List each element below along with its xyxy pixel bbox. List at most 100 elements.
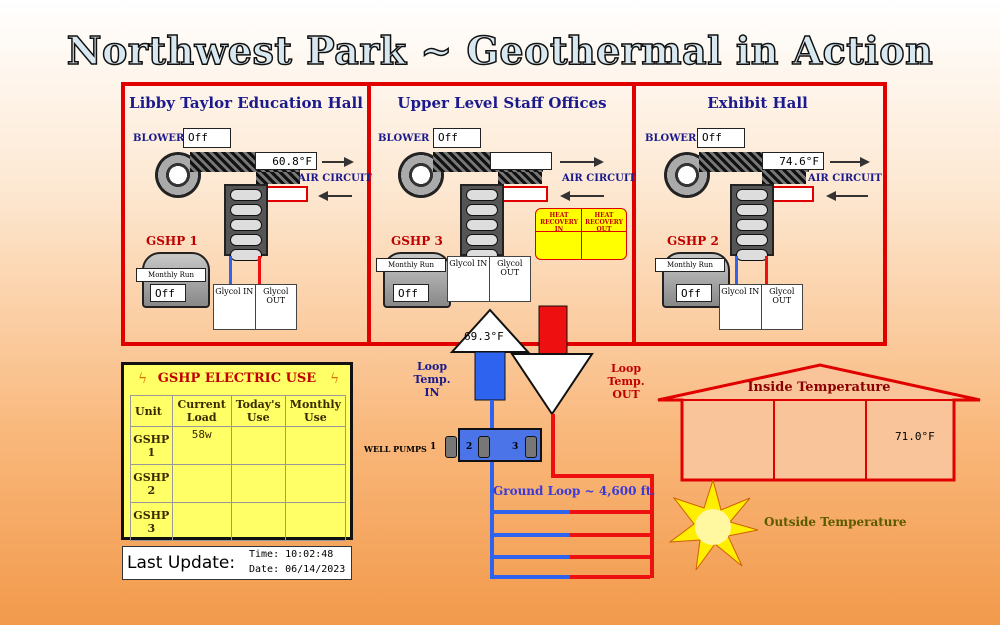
lightning-icon: ϟ bbox=[138, 371, 148, 387]
pump-icon bbox=[525, 436, 537, 458]
electric-use-table: Unit Current Load Today's Use Monthly Us… bbox=[130, 395, 347, 541]
panel-title-exhibit-hall: Exhibit Hall bbox=[707, 94, 808, 112]
table-row: GSHP 2 bbox=[130, 464, 347, 503]
loop-in-label-line1: Loop Temp. bbox=[413, 360, 451, 386]
row-current-load bbox=[171, 502, 232, 541]
row-monthly-use bbox=[284, 426, 347, 465]
pump-number-3: 3 bbox=[512, 442, 519, 452]
glycol-out-label: Glycol OUT bbox=[263, 287, 289, 305]
row-current-load: 58w bbox=[171, 426, 232, 465]
glycol-out-pipe bbox=[765, 256, 768, 286]
glycol-in-label: Glycol IN bbox=[448, 257, 490, 301]
electric-use-panel: GSHP ELECTRIC USE ϟ ϟ Unit Current Load … bbox=[121, 362, 353, 541]
blower-status: Off bbox=[697, 128, 745, 148]
arrow-shaft bbox=[560, 161, 596, 163]
loop-pipe bbox=[570, 533, 650, 537]
pump-icon bbox=[445, 436, 457, 458]
glycol-in-pipe bbox=[229, 256, 232, 286]
arrow-shaft bbox=[322, 161, 346, 163]
air-circuit-label: AIR CIRCUIT bbox=[298, 173, 372, 184]
loop-pipe bbox=[570, 555, 650, 559]
header-current-load: Current Load bbox=[171, 395, 232, 427]
glycol-readout: Glycol IN Glycol OUT bbox=[447, 256, 531, 302]
pump-icon bbox=[478, 436, 490, 458]
last-update-date: Date: 06/14/2023 bbox=[249, 564, 346, 575]
gshp-label: GSHP 3 bbox=[391, 234, 443, 248]
pump-number-2: 2 bbox=[466, 442, 473, 452]
glycol-in-label: Glycol IN bbox=[720, 285, 762, 329]
loop-in-label: Loop Temp. IN bbox=[402, 360, 462, 399]
return-pipe bbox=[650, 474, 654, 578]
loop-out-label-line2: OUT bbox=[612, 388, 640, 401]
arrow-right-icon bbox=[860, 157, 870, 167]
row-unit: GSHP 2 bbox=[130, 464, 173, 503]
ground-loop-label: Ground Loop ~ 4,600 ft. bbox=[493, 484, 656, 498]
row-unit: GSHP 3 bbox=[130, 502, 173, 541]
glycol-out-pipe bbox=[258, 256, 261, 286]
glycol-in-pipe bbox=[735, 256, 738, 286]
blower-label: BLOWER bbox=[645, 133, 697, 144]
loop-in-label-line2: IN bbox=[424, 386, 440, 399]
header-monthly-use: Monthly Use bbox=[284, 395, 347, 427]
arrow-shaft bbox=[568, 195, 604, 197]
table-row: GSHP 3 bbox=[130, 502, 347, 541]
glycol-readout: Glycol IN Glycol OUT bbox=[719, 284, 803, 330]
panel-title-staff-offices: Upper Level Staff Offices bbox=[397, 94, 607, 112]
monthly-run-label: Monthly Run bbox=[136, 268, 206, 282]
heat-exchanger-coil bbox=[460, 184, 504, 261]
arrow-shaft bbox=[830, 161, 862, 163]
panel-title-education-hall: Libby Taylor Education Hall bbox=[129, 94, 363, 112]
glycol-readout: Glycol IN Glycol OUT bbox=[213, 284, 297, 330]
blower-label: BLOWER bbox=[378, 133, 430, 144]
inside-temp-value: 71.0°F bbox=[895, 430, 935, 443]
row-monthly-use bbox=[284, 464, 347, 503]
supply-pipe bbox=[490, 400, 494, 576]
blower-label: BLOWER bbox=[133, 133, 185, 144]
monthly-run-label: Monthly Run bbox=[376, 258, 446, 272]
house-icon bbox=[657, 363, 981, 482]
arrow-left-icon bbox=[826, 191, 836, 201]
last-update-box: Last Update: Time: 10:02:48 Date: 06/14/… bbox=[122, 546, 352, 580]
table-row: GSHP 1 58w bbox=[130, 426, 347, 465]
arrow-right-icon bbox=[344, 157, 354, 167]
loop-in-arrow-icon bbox=[449, 308, 531, 401]
heat-recovery-out-label: HEAT RECOVERY OUT bbox=[585, 212, 623, 233]
outside-temp-label: Outside Temperature bbox=[764, 515, 907, 529]
page-title: Northwest Park ~ Geothermal in Action bbox=[66, 27, 934, 74]
loop-pipe bbox=[490, 510, 570, 514]
monthly-run-label: Monthly Run bbox=[655, 258, 725, 272]
gshp-state: Off bbox=[393, 284, 429, 302]
gshp-label: GSHP 1 bbox=[146, 234, 198, 248]
lightning-icon: ϟ bbox=[330, 371, 340, 387]
well-pumps-label: WELL PUMPS bbox=[364, 444, 427, 454]
gshp-label: GSHP 2 bbox=[667, 234, 719, 248]
blower-status: Off bbox=[183, 128, 231, 148]
gshp-state: Off bbox=[676, 284, 712, 302]
header-unit: Unit bbox=[130, 395, 173, 427]
arrow-left-icon bbox=[318, 191, 328, 201]
loop-pipe bbox=[490, 555, 570, 559]
loop-out-arrow-icon bbox=[510, 305, 594, 416]
arrow-left-icon bbox=[560, 191, 570, 201]
heat-exchanger-coil bbox=[730, 184, 774, 261]
row-monthly-use bbox=[284, 502, 347, 541]
supply-air-temp bbox=[490, 152, 552, 170]
pump-number-1: 1 bbox=[430, 442, 437, 452]
loop-out-label: Loop Temp. OUT bbox=[594, 362, 658, 401]
electric-use-title: GSHP ELECTRIC USE bbox=[157, 371, 317, 386]
glycol-out-label: Glycol OUT bbox=[769, 287, 795, 305]
arrow-shaft bbox=[834, 195, 868, 197]
return-pipe bbox=[551, 474, 653, 478]
arrow-right-icon bbox=[594, 157, 604, 167]
supply-air-temp: 74.6°F bbox=[762, 152, 824, 170]
air-duct bbox=[762, 172, 806, 184]
last-update-label: Last Update: bbox=[127, 553, 236, 573]
heat-exchanger-coil bbox=[224, 184, 268, 261]
arrow-shaft bbox=[326, 195, 352, 197]
loop-pipe bbox=[570, 510, 650, 514]
gshp-state: Off bbox=[150, 284, 186, 302]
table-header-row: Unit Current Load Today's Use Monthly Us… bbox=[130, 395, 347, 427]
air-circuit-label: AIR CIRCUIT bbox=[808, 173, 882, 184]
last-update-time: Time: 10:02:48 bbox=[249, 549, 334, 560]
return-pipe bbox=[551, 414, 555, 478]
